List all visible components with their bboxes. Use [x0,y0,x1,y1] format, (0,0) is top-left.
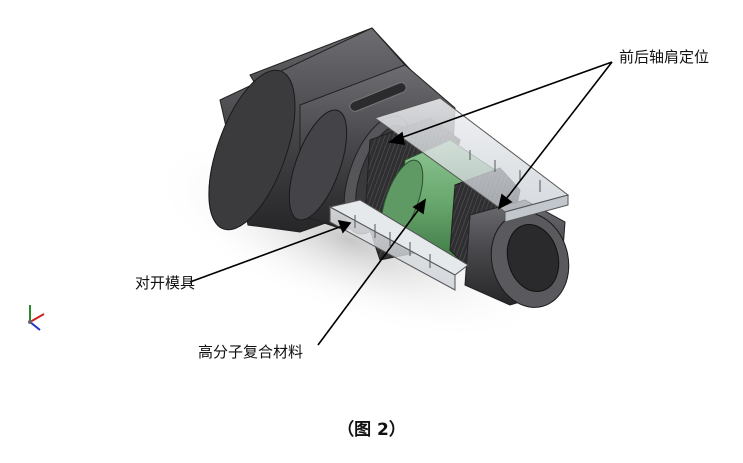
split-mold-top [373,97,570,223]
leader-shoulder-front [394,61,613,141]
split-mold-bottom [328,199,469,291]
axis-triad-icon [28,305,45,331]
leader-composite [317,204,423,346]
keyway-slot [349,82,407,112]
shaft-bore [506,224,560,292]
label-polymer-composite: 高分子复合材料 [198,343,304,361]
label-shoulder-positioning: 前后轴肩定位 [619,48,710,66]
label-split-mold: 对开模具 [135,274,196,292]
figure-caption: （图 2） [337,420,406,440]
leader-split-mold [189,224,346,283]
leader-lines [189,61,613,346]
leader-shoulder-rear [502,61,613,204]
